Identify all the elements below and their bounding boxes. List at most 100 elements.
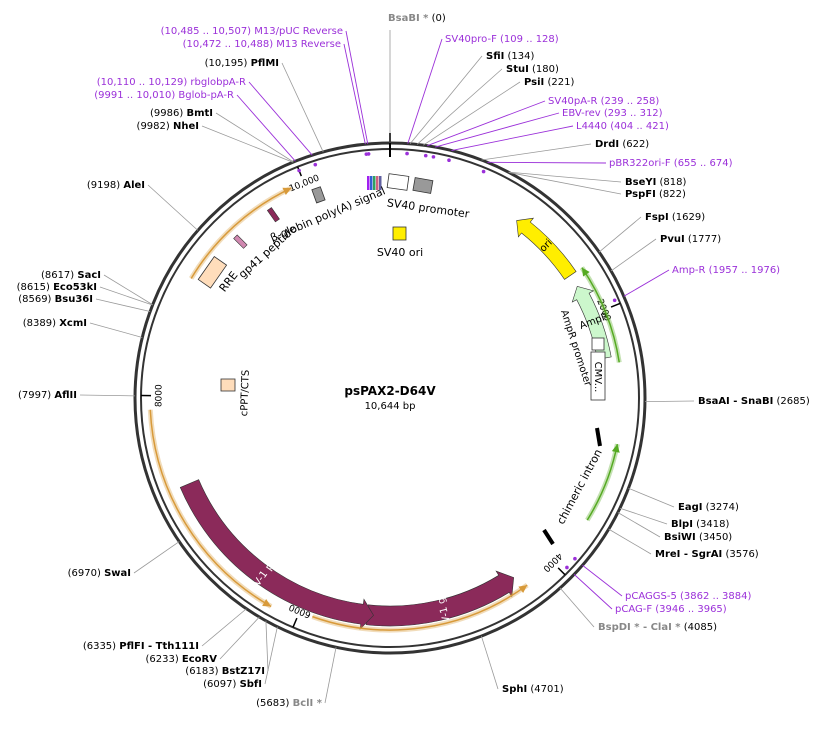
site-label: (8617) SacI (41, 270, 101, 281)
site-coord: (8569) (18, 294, 51, 305)
site-line (134, 542, 179, 573)
site-line (80, 395, 135, 396)
site-line (220, 617, 259, 659)
site-name: XcmI (59, 318, 87, 329)
site-label: BseYI (818) (625, 177, 687, 188)
primer-mark (565, 566, 569, 570)
site-line (620, 508, 667, 524)
primer-mark (432, 155, 436, 159)
tick-label: 8000 (154, 384, 164, 407)
site-label: (10,195) PflMI (205, 58, 279, 69)
site-label: (6183) BstZ17I (185, 666, 265, 677)
primer-mark (424, 154, 428, 158)
site-name: BclI * (293, 698, 323, 709)
sv40-ori-box (393, 227, 406, 240)
site-label: (9982) NheI (137, 121, 199, 132)
primer-line (574, 574, 612, 609)
plasmid-size: 10,644 bp (365, 401, 416, 412)
site-line (148, 185, 198, 230)
site-name: PvuI (660, 234, 685, 245)
primer-mark (367, 152, 371, 156)
site-coord: (6097) (203, 679, 236, 690)
gp41-arrow (234, 235, 247, 248)
primer-label: L4440 (404 .. 421) (576, 121, 669, 132)
site-line (482, 144, 591, 160)
primer-label: SV40pA-R (239 .. 258) (548, 96, 659, 107)
primer-mark (613, 298, 617, 302)
site-label: (6097) SbfI (203, 679, 262, 690)
primer-label: SV40pro-F (109 .. 128) (445, 34, 559, 45)
sv40-promoter-box (413, 178, 433, 194)
site-label: (6970) SwaI (68, 568, 131, 579)
site-coord: (4085) (684, 622, 717, 633)
site-name: BsiWI (664, 532, 696, 543)
site-name: BseYI (625, 177, 656, 188)
tick-mark (611, 303, 620, 307)
site-line (611, 239, 656, 271)
site-label: (6335) PflFI - Tth111I (83, 641, 199, 652)
primer-line (408, 39, 442, 144)
site-coord: (4701) (530, 684, 563, 695)
site-label: (9198) AleI (87, 180, 145, 191)
primer-line (487, 162, 606, 163)
primer-line (435, 113, 559, 147)
site-name: MreI - SgrAI (655, 549, 722, 560)
site-coord: (5683) (256, 698, 289, 709)
primer-label: pBR322ori-F (655 .. 674) (609, 158, 733, 169)
site-line (282, 63, 323, 152)
site-name: SacI (77, 270, 101, 281)
site-label: BsiWI (3450) (664, 532, 732, 543)
site-label: BspDI * - ClaI * (4085) (598, 622, 717, 633)
site-name: BsaBI * (388, 13, 429, 24)
site-label: PsiI (221) (524, 77, 574, 88)
primer-mark (313, 163, 317, 167)
site-label: StuI (180) (506, 64, 559, 75)
site-coord: (6335) (83, 641, 116, 652)
primer-line (582, 565, 622, 596)
backbone-inner (141, 149, 639, 647)
primer-line (344, 44, 365, 144)
site-label: (6233) EcoRV (145, 654, 217, 665)
site-name: Eco53kI (53, 282, 97, 293)
primer-mark (482, 170, 486, 174)
site-name: PflFI - Tth111I (119, 641, 199, 652)
site-coord: (10,195) (205, 58, 248, 69)
site-label: SfiI (134) (486, 51, 535, 62)
site-name: Bsu36I (55, 294, 93, 305)
primer-label: (9991 .. 10,010) Bglob-pA-R (94, 90, 234, 101)
tick-mark (558, 568, 565, 575)
site-label: SphI (4701) (502, 684, 564, 695)
site-coord: (221) (547, 77, 574, 88)
site-name: BlpI (671, 519, 693, 530)
site-name: PsiI (524, 77, 544, 88)
intron-mark-2 (544, 530, 553, 544)
primer-mark (447, 158, 451, 162)
site-coord: (1629) (672, 212, 705, 223)
label-cmv: CMV... (592, 362, 603, 393)
plasmid-name: psPAX2-D64V (344, 384, 436, 398)
primer-label: (10,485 .. 10,507) M13/pUC Reverse (161, 26, 343, 37)
site-coord: (180) (532, 64, 559, 75)
site-line (325, 647, 336, 703)
primer-label: pCAG-F (3946 .. 3965) (615, 604, 727, 615)
label-sv40-promoter: SV40 promoter (386, 196, 471, 220)
site-label: FspI (1629) (645, 212, 705, 223)
site-line (628, 488, 674, 507)
site-line (202, 126, 293, 162)
site-coord: (818) (660, 177, 687, 188)
site-label: (8615) Eco53kI (17, 282, 97, 293)
primer-label: Amp-R (1957 .. 1976) (672, 265, 780, 276)
site-name: SbfI (240, 679, 262, 690)
label-cppt: cPPT/CTS (239, 370, 252, 417)
label-gp41: gp41 peptide (236, 222, 299, 281)
site-label: MreI - SgrAI (3576) (655, 549, 759, 560)
site-name: DrdI (595, 139, 619, 150)
site-coord: (6970) (68, 568, 101, 579)
site-label: (7997) AflII (18, 390, 77, 401)
primer-line (427, 101, 545, 146)
intron-mark-1 (597, 428, 600, 446)
label-sv40-ori: SV40 ori (377, 246, 423, 259)
site-coord: (6233) (145, 654, 178, 665)
site-coord: (9198) (87, 180, 120, 191)
site-line (645, 401, 694, 402)
